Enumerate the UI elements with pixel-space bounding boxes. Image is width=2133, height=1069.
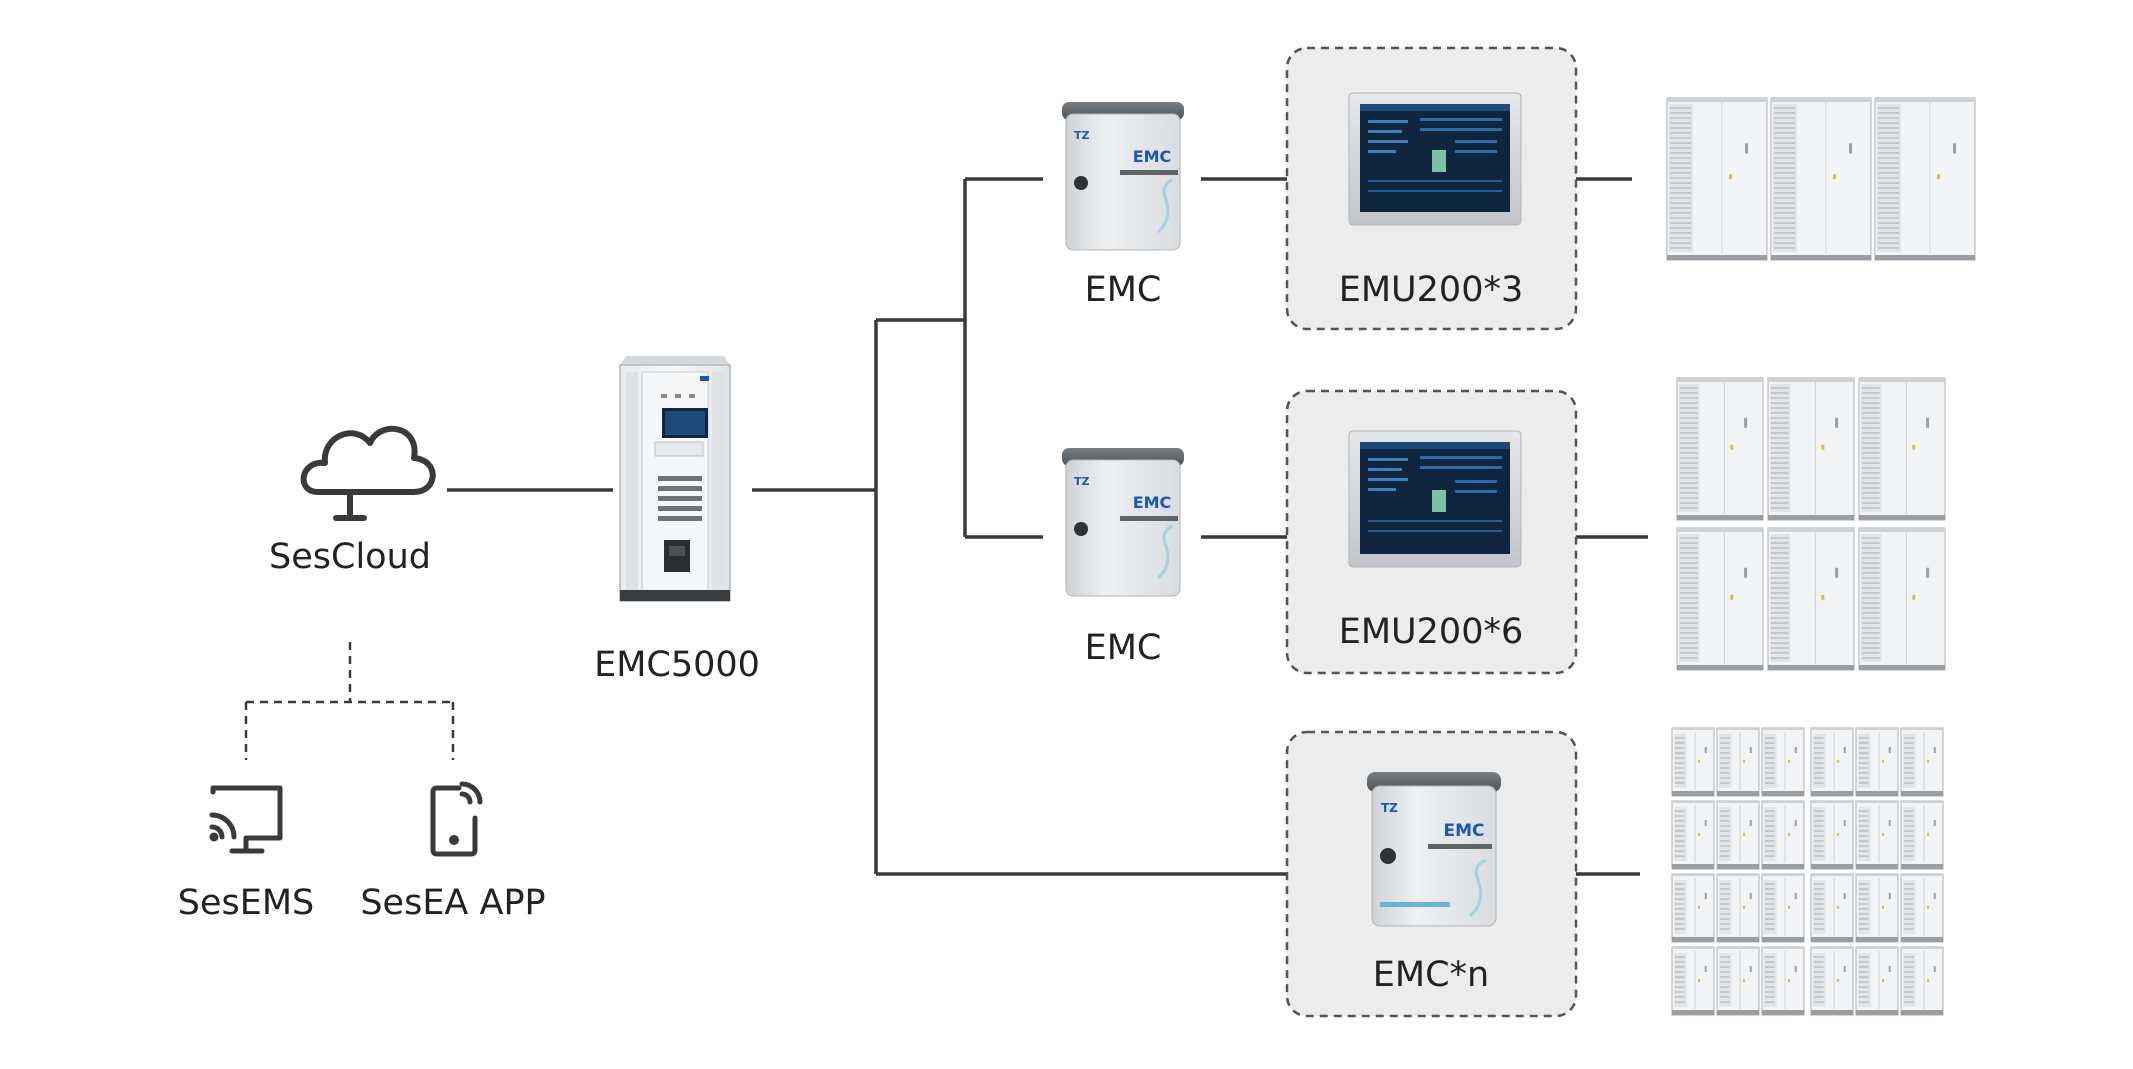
storage-cabinet	[1810, 800, 1854, 870]
storage-cabinet	[1761, 800, 1805, 870]
storage-cabinet	[1900, 727, 1944, 797]
storage-cabinet	[1855, 873, 1899, 943]
storage-cabinet	[1900, 873, 1944, 943]
group-emu200-3: EMU200*3	[1285, 46, 1578, 331]
storage-cabinet	[1671, 800, 1715, 870]
emc5000-label: EMC5000	[594, 645, 760, 685]
storage-cabinet	[1858, 377, 1946, 521]
emc-2-brand: EMC	[1133, 493, 1172, 512]
group-3-label: EMC*n	[1373, 955, 1489, 995]
group-1-label: EMU200*3	[1339, 270, 1524, 310]
storage-cabinet	[1671, 946, 1715, 1016]
svg-text:TZ: TZ	[1074, 129, 1090, 142]
storage-cabinet	[1716, 727, 1760, 797]
storage-cabinet	[1671, 727, 1715, 797]
cloud-icon	[300, 425, 436, 521]
sesea-app-node: SesEA APP	[360, 781, 546, 923]
sesems-node: SesEMS	[178, 785, 315, 923]
storage-cabinet	[1810, 873, 1854, 943]
storage-cabinet	[1900, 800, 1944, 870]
svg-text:TZ: TZ	[1381, 801, 1398, 815]
emc-controller-1: TZ EMC EMC	[1062, 102, 1184, 310]
storage-cabinet	[1761, 873, 1805, 943]
emc-n-brand: EMC	[1443, 821, 1484, 841]
emc-1-label: EMC	[1085, 270, 1162, 310]
storage-array-3	[1671, 727, 1944, 1016]
storage-cabinet	[1716, 946, 1760, 1016]
storage-cabinet	[1858, 527, 1946, 671]
storage-cabinet	[1767, 527, 1855, 671]
connection-lines	[447, 177, 1648, 876]
storage-array-2	[1676, 377, 1946, 671]
sescloud-node: SesCloud	[269, 425, 436, 577]
storage-cabinet	[1855, 946, 1899, 1016]
storage-cabinet	[1676, 527, 1764, 671]
storage-cabinet	[1671, 873, 1715, 943]
storage-cabinet	[1761, 727, 1805, 797]
storage-cabinet	[1761, 946, 1805, 1016]
emu200-panel-1	[1348, 92, 1522, 226]
storage-cabinet	[1855, 800, 1899, 870]
client-dashed-lines	[244, 642, 455, 760]
mobile-wifi-icon	[430, 781, 483, 857]
group-2-label: EMU200*6	[1339, 612, 1524, 652]
storage-cabinet	[1716, 800, 1760, 870]
sesems-label: SesEMS	[178, 883, 315, 923]
emc-controller-2: TZ EMC EMC	[1062, 448, 1184, 668]
emc-1-brand: EMC	[1133, 147, 1172, 166]
storage-cabinet	[1874, 97, 1976, 261]
storage-cabinet	[1767, 377, 1855, 521]
storage-cabinet	[1810, 946, 1854, 1016]
storage-cabinet	[1900, 946, 1944, 1016]
emc-controller-n: TZ EMC	[1367, 772, 1501, 927]
storage-cabinet	[1770, 97, 1872, 261]
storage-cabinet	[1855, 727, 1899, 797]
sescloud-label: SesCloud	[269, 537, 431, 577]
storage-cabinet	[1676, 377, 1764, 521]
storage-cabinet	[1666, 97, 1768, 261]
sesea-app-label: SesEA APP	[360, 883, 545, 923]
storage-cabinet	[1810, 727, 1854, 797]
emu200-panel-2	[1348, 430, 1522, 568]
group-emc-n: TZ EMC EMC*n	[1285, 730, 1578, 1018]
cast-monitor-icon	[209, 785, 283, 854]
storage-array-1	[1666, 97, 1976, 261]
group-emu200-6: EMU200*6	[1285, 389, 1578, 675]
storage-cabinet	[1716, 873, 1760, 943]
emc-2-label: EMC	[1085, 628, 1162, 668]
svg-text:TZ: TZ	[1074, 475, 1090, 488]
emc5000-cabinet: EMC5000	[594, 356, 760, 685]
